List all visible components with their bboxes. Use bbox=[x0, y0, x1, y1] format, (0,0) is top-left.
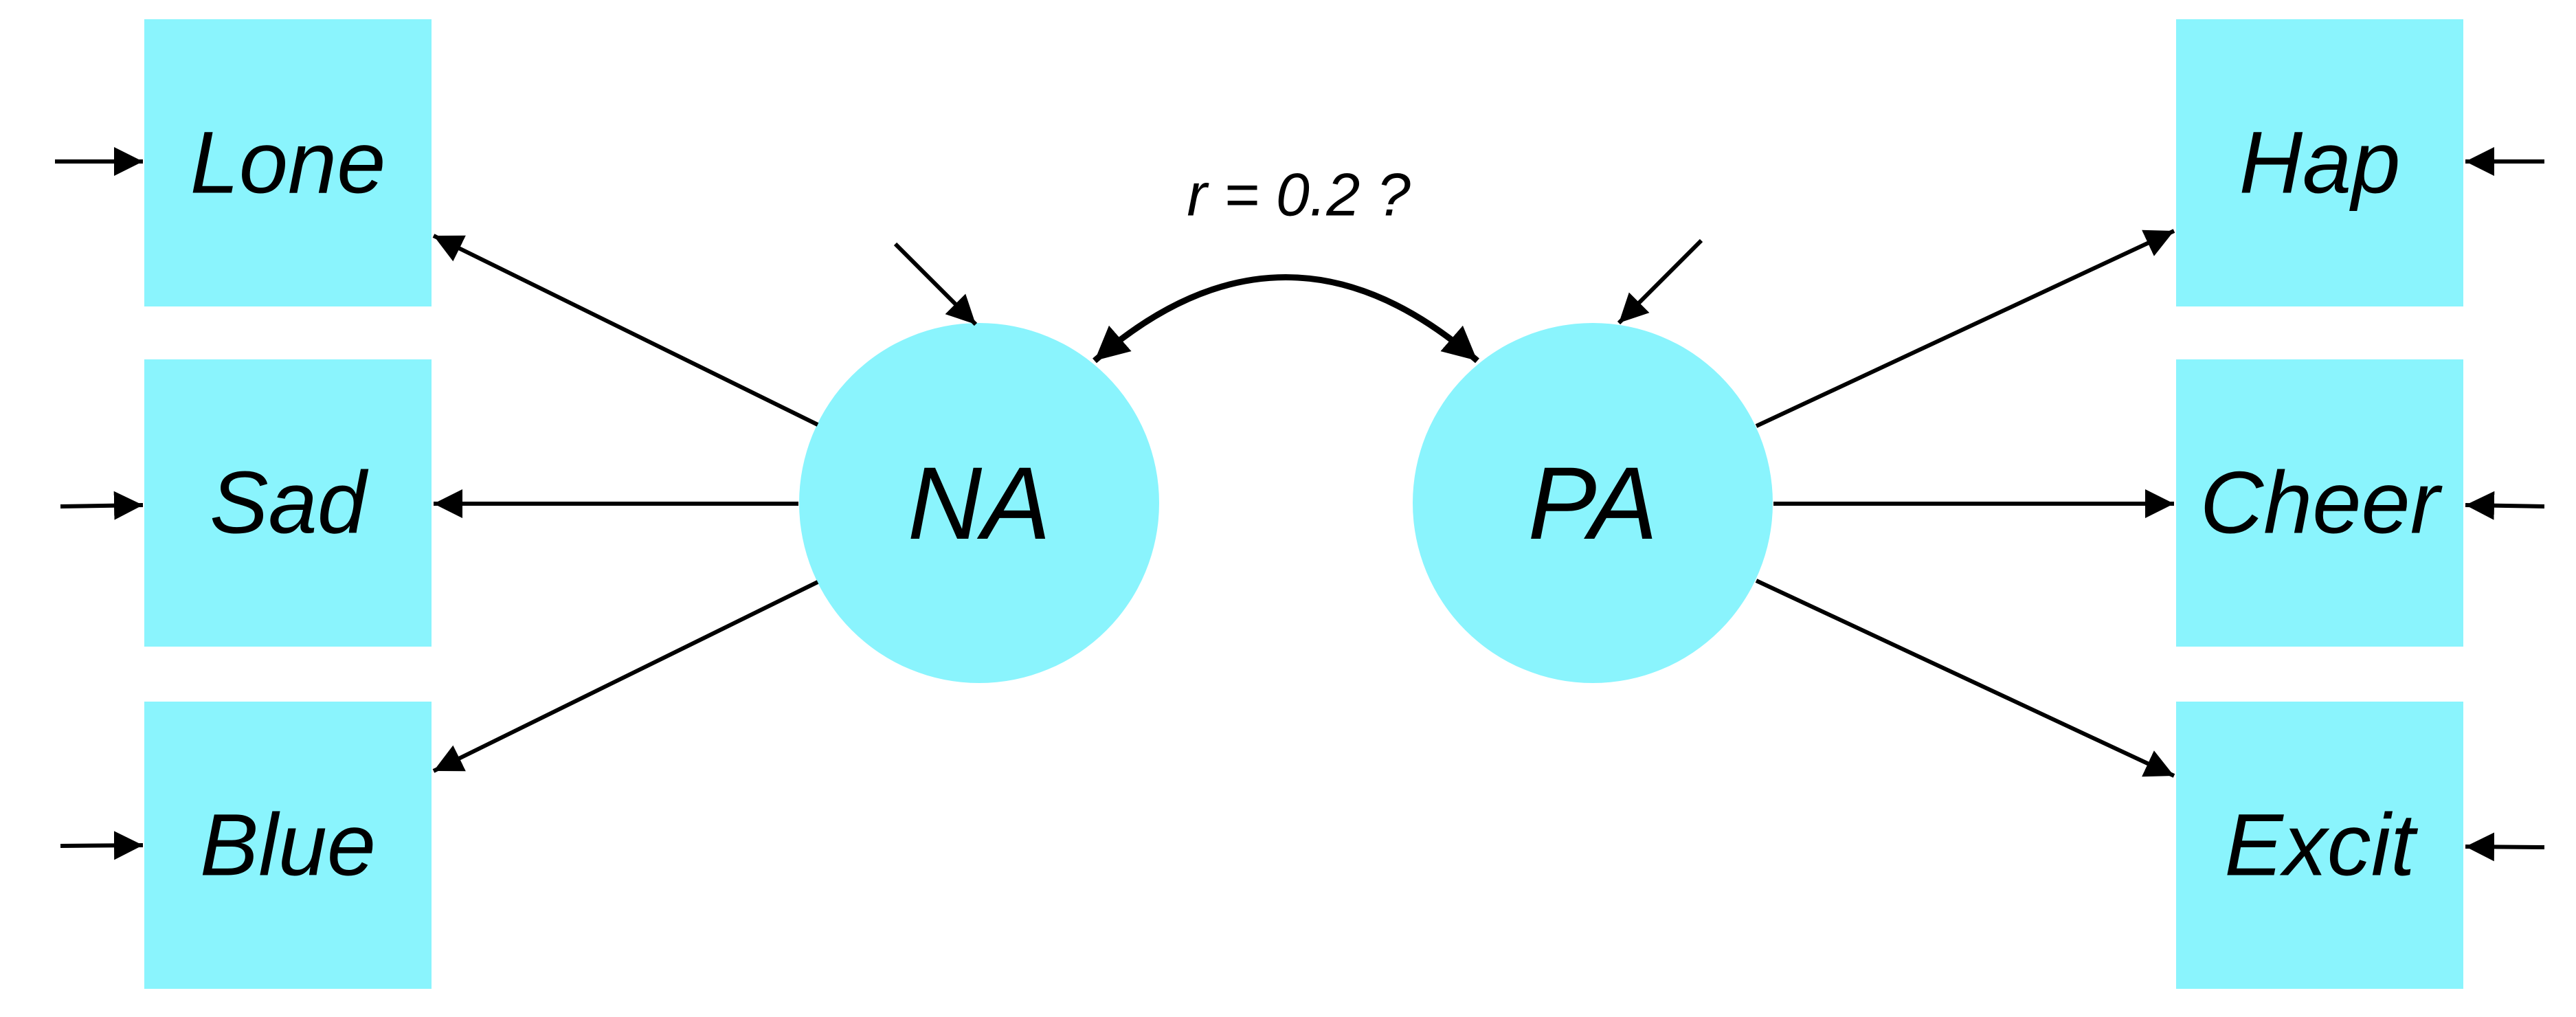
pa-indicators: Hap Cheer Excit bbox=[2176, 19, 2463, 989]
error-arrows bbox=[55, 147, 2545, 862]
indicator-box-cheer bbox=[2176, 359, 2463, 647]
loading-arrow-pa-excit bbox=[1755, 579, 2175, 778]
indicator-box-hap bbox=[2176, 19, 2463, 306]
latent-label-pa: PA bbox=[1528, 445, 1658, 561]
disturbance-arrow-pa bbox=[1617, 238, 1703, 325]
error-arrow-cheer bbox=[2465, 491, 2545, 520]
loading-arrow-na-blue bbox=[432, 580, 819, 773]
latent-circle-na bbox=[799, 323, 1159, 683]
indicator-box-lone bbox=[144, 19, 432, 306]
disturbance-arrow-na bbox=[893, 242, 978, 326]
indicator-label-blue: Blue bbox=[200, 796, 376, 895]
latent-factors: NA PA bbox=[799, 323, 1773, 683]
latent-circle-pa bbox=[1413, 323, 1773, 683]
error-arrow-sad bbox=[60, 491, 144, 520]
indicator-label-lone: Lone bbox=[190, 114, 386, 212]
na-indicators: Lone Sad Blue bbox=[144, 19, 432, 989]
indicator-label-excit: Excit bbox=[2224, 796, 2418, 895]
indicator-label-hap: Hap bbox=[2239, 114, 2401, 212]
correlation-arc bbox=[1093, 274, 1479, 364]
error-arrow-blue bbox=[60, 831, 144, 860]
factor-loadings bbox=[432, 229, 2175, 778]
correlation-label: r = 0.2 ? bbox=[1187, 161, 1410, 229]
loading-arrow-na-lone bbox=[432, 234, 819, 427]
indicator-box-blue bbox=[144, 702, 432, 989]
latent-label-na: NA bbox=[908, 445, 1051, 561]
indicator-label-cheer: Cheer bbox=[2200, 454, 2443, 552]
loading-arrow-pa-hap bbox=[1755, 229, 2175, 428]
indicator-label-sad: Sad bbox=[210, 454, 369, 552]
indicator-box-sad bbox=[144, 359, 432, 647]
indicator-box-excit bbox=[2176, 702, 2463, 989]
factor-correlation: r = 0.2 ? bbox=[1093, 161, 1479, 364]
